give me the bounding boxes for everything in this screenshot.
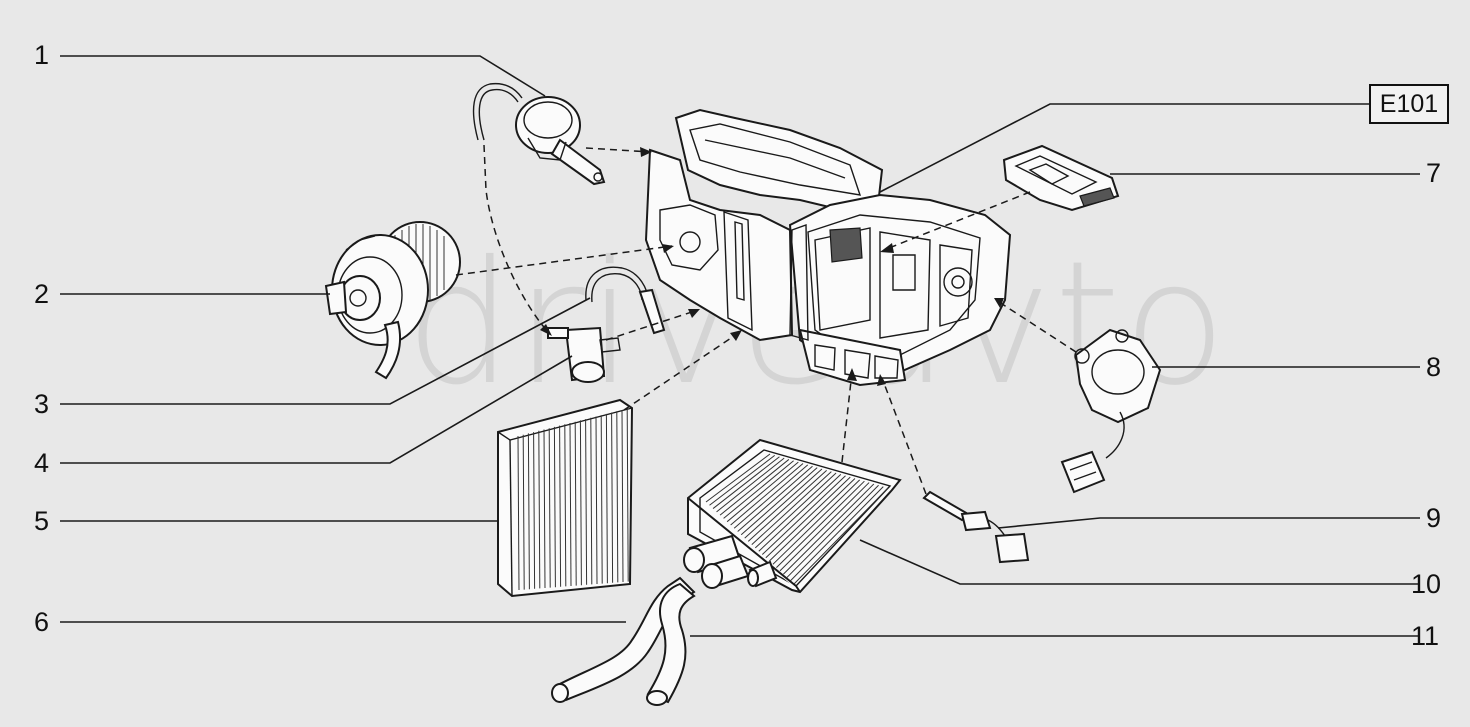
callout-6: 6 (34, 607, 50, 637)
callout-1: 1 (34, 40, 50, 70)
heater-core-part (683, 438, 902, 594)
vacuum-valve-part (547, 266, 666, 383)
leader-lines (60, 55, 1420, 637)
diagram-code-box: E101 (1369, 84, 1449, 124)
callout-3: 3 (34, 389, 50, 419)
blower-motor-part (324, 221, 461, 380)
heater-housing (644, 108, 1012, 387)
callout-2: 2 (34, 279, 50, 309)
diagram-code: E101 (1379, 89, 1439, 118)
temperature-sensor-part (922, 490, 1030, 564)
filter-pleats (517, 408, 629, 591)
callout-9: 9 (1426, 503, 1442, 533)
cabin-filter-part (497, 398, 634, 598)
callout-4: 4 (34, 448, 50, 478)
callout-5: 5 (34, 506, 50, 536)
vacuum-actuator-part (472, 82, 606, 186)
arrow-heads (540, 147, 1004, 386)
servo-motor-part (1060, 328, 1162, 494)
heater-hoses-part (551, 576, 696, 706)
callout-10: 10 (1411, 569, 1442, 599)
callout-8: 8 (1426, 352, 1442, 382)
assembly-arrows (455, 144, 1077, 495)
callout-11: 11 (1411, 621, 1440, 651)
control-module-part (1002, 144, 1120, 212)
callout-7: 7 (1426, 158, 1442, 188)
heater-core-fins (705, 453, 889, 585)
